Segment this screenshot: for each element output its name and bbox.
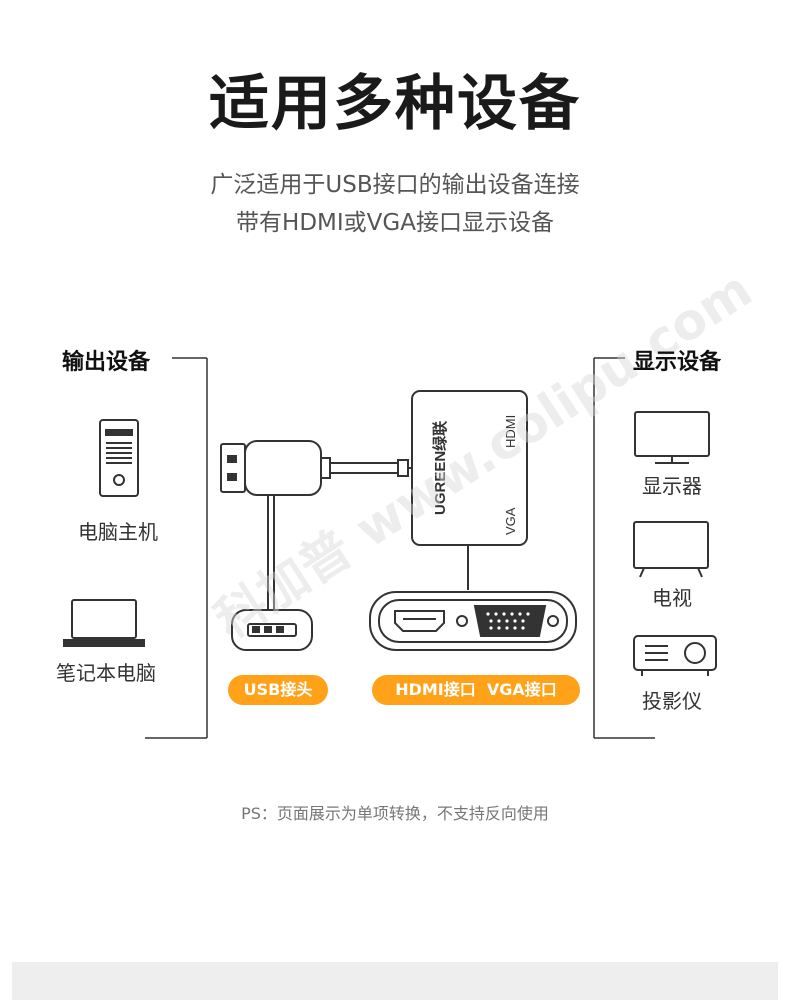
- usb-port-icon: [231, 609, 313, 651]
- right-bracket: [593, 357, 655, 739]
- desktop-tower-icon: [99, 419, 139, 497]
- projector-label: 投影仪: [642, 689, 702, 713]
- laptop-icon: [63, 599, 145, 647]
- tv-icon: [633, 521, 709, 578]
- port-panel: [369, 591, 577, 651]
- footnote: PS：页面展示为单项转换，不支持反向使用: [241, 804, 549, 823]
- usb-cable: [267, 459, 412, 610]
- subtitle-line-1: 广泛适用于USB接口的输出设备连接: [210, 172, 580, 198]
- left-bracket: [145, 357, 208, 739]
- tv-label: 电视: [652, 586, 692, 610]
- page-title: 适用多种设备: [209, 69, 581, 139]
- subtitle-line-2: 带有HDMI或VGA接口显示设备: [236, 210, 554, 236]
- vga-port-icon: [473, 605, 547, 637]
- desktop-label: 电脑主机: [78, 520, 158, 544]
- monitor-label: 显示器: [642, 474, 702, 498]
- screw-right: [547, 615, 559, 627]
- adapter-hdmi-label: HDMI: [503, 415, 518, 448]
- monitor-icon: [634, 411, 710, 464]
- hdmi-vga-port-tag: HDMI接口 VGA接口: [372, 675, 580, 705]
- adapter-brand: UGREEN绿联: [431, 420, 449, 515]
- output-devices-header: 输出设备: [62, 350, 151, 375]
- laptop-label: 笔记本电脑: [56, 661, 156, 685]
- adapter-vga-label: VGA: [503, 507, 518, 535]
- screw-left: [456, 615, 468, 627]
- hdmi-port-icon: [394, 610, 445, 632]
- bottom-bar: [12, 962, 778, 1000]
- adapter-body: [411, 390, 528, 590]
- projector-icon: [633, 635, 717, 676]
- usb-connector-tag: USB接头: [228, 675, 328, 705]
- usb-plug-icon: [220, 440, 331, 496]
- display-devices-header: 显示设备: [633, 350, 722, 375]
